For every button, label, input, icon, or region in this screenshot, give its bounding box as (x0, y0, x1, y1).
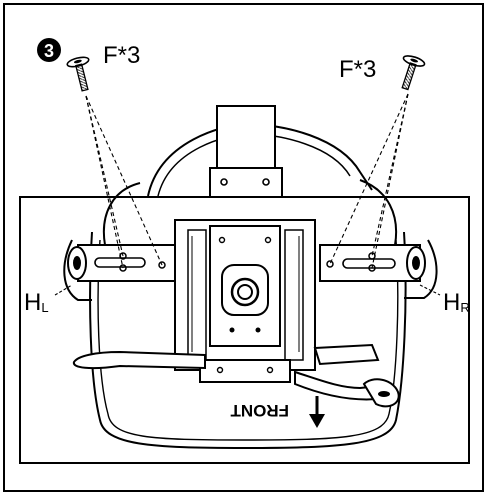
right-fastener-label: F*3 (339, 56, 376, 83)
bolt-guide-lines (85, 93, 409, 269)
seat-cushion-outline (89, 231, 407, 450)
left-bolt-icon (66, 56, 90, 92)
down-arrow-icon (309, 414, 325, 428)
right-lever (294, 343, 400, 408)
left-bracket-label: HL (24, 289, 49, 316)
front-label: FRONT (230, 401, 289, 420)
front-indicator: FRONT (230, 396, 325, 428)
left-fastener-label: F*3 (103, 42, 140, 69)
left-lever (72, 350, 206, 370)
step-badge: 3 (37, 38, 61, 62)
step-number: 3 (44, 41, 54, 61)
diagram-frame (3, 3, 484, 492)
right-armrest-bracket (319, 244, 426, 282)
right-bracket-label: HR (443, 289, 470, 316)
left-armrest-bracket (67, 244, 189, 282)
right-bolt-icon (401, 55, 426, 91)
tilt-mechanism (174, 219, 316, 383)
